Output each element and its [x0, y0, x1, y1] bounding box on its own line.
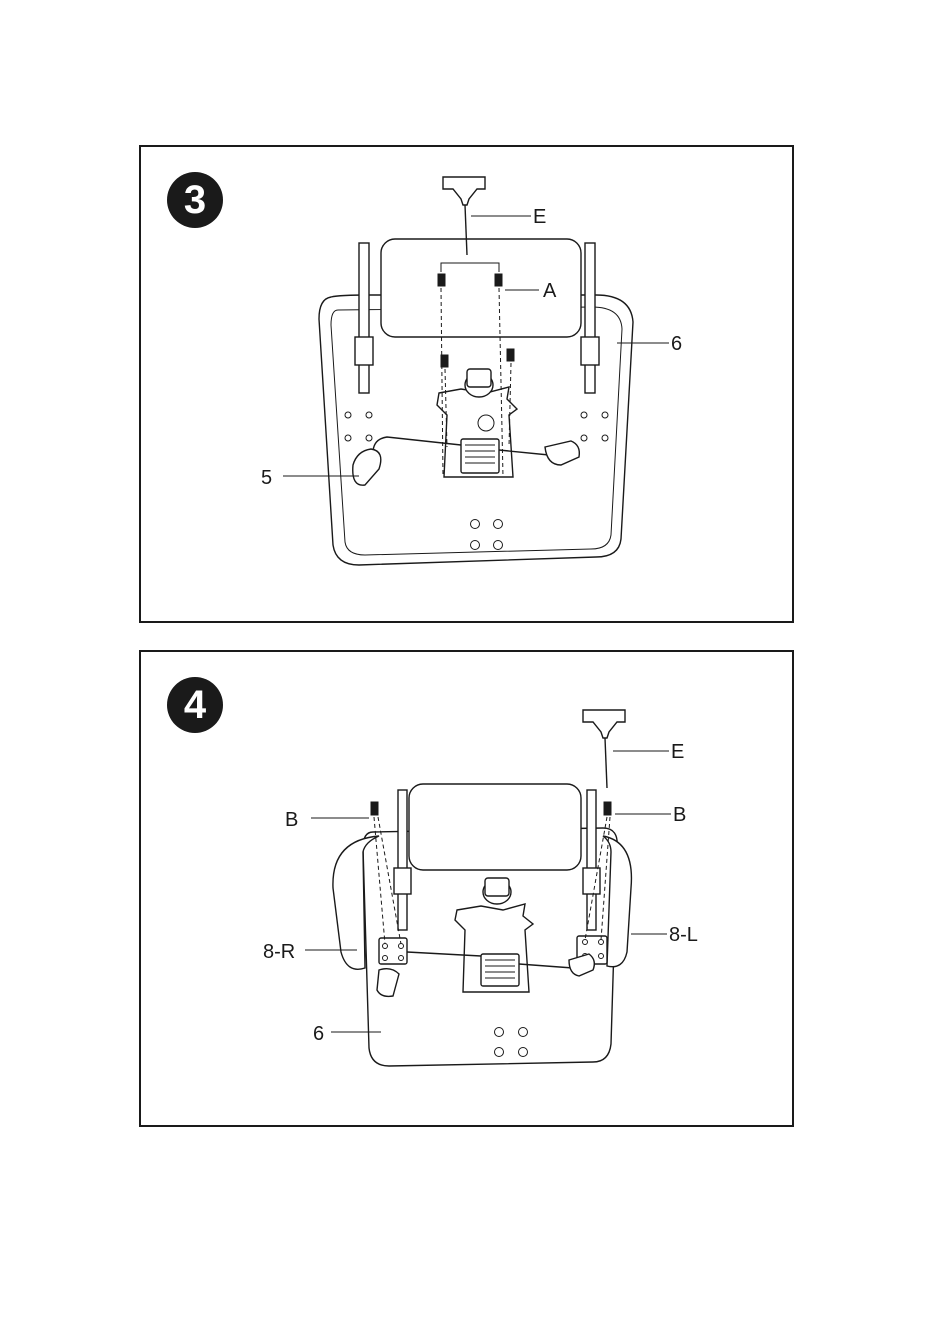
label-seat-6: 6: [671, 333, 682, 355]
screw-b-left: [371, 802, 378, 815]
hex-key-tool: [583, 710, 625, 738]
step-4-panel: 4: [139, 650, 794, 1127]
label-seat-6: 6: [313, 1023, 324, 1045]
label-tool-e: E: [671, 741, 684, 763]
label-tool-e: E: [533, 206, 546, 228]
label-screw-b-left: B: [285, 809, 298, 831]
label-armrest-8r: 8-R: [263, 941, 295, 963]
screw-b-right: [604, 802, 611, 815]
step-3-illustration: E A 6 5: [141, 147, 792, 621]
label-screw-a: A: [543, 280, 557, 302]
label-lever-5: 5: [261, 467, 272, 489]
label-screw-b-right: B: [673, 804, 686, 826]
step-4-illustration: E B B 8-R 8-L 6: [141, 652, 792, 1125]
hex-key-tool: [443, 177, 485, 205]
step-3-panel: 3: [139, 145, 794, 623]
backrest-cushion: [409, 784, 581, 870]
label-armrest-8l: 8-L: [669, 924, 698, 946]
